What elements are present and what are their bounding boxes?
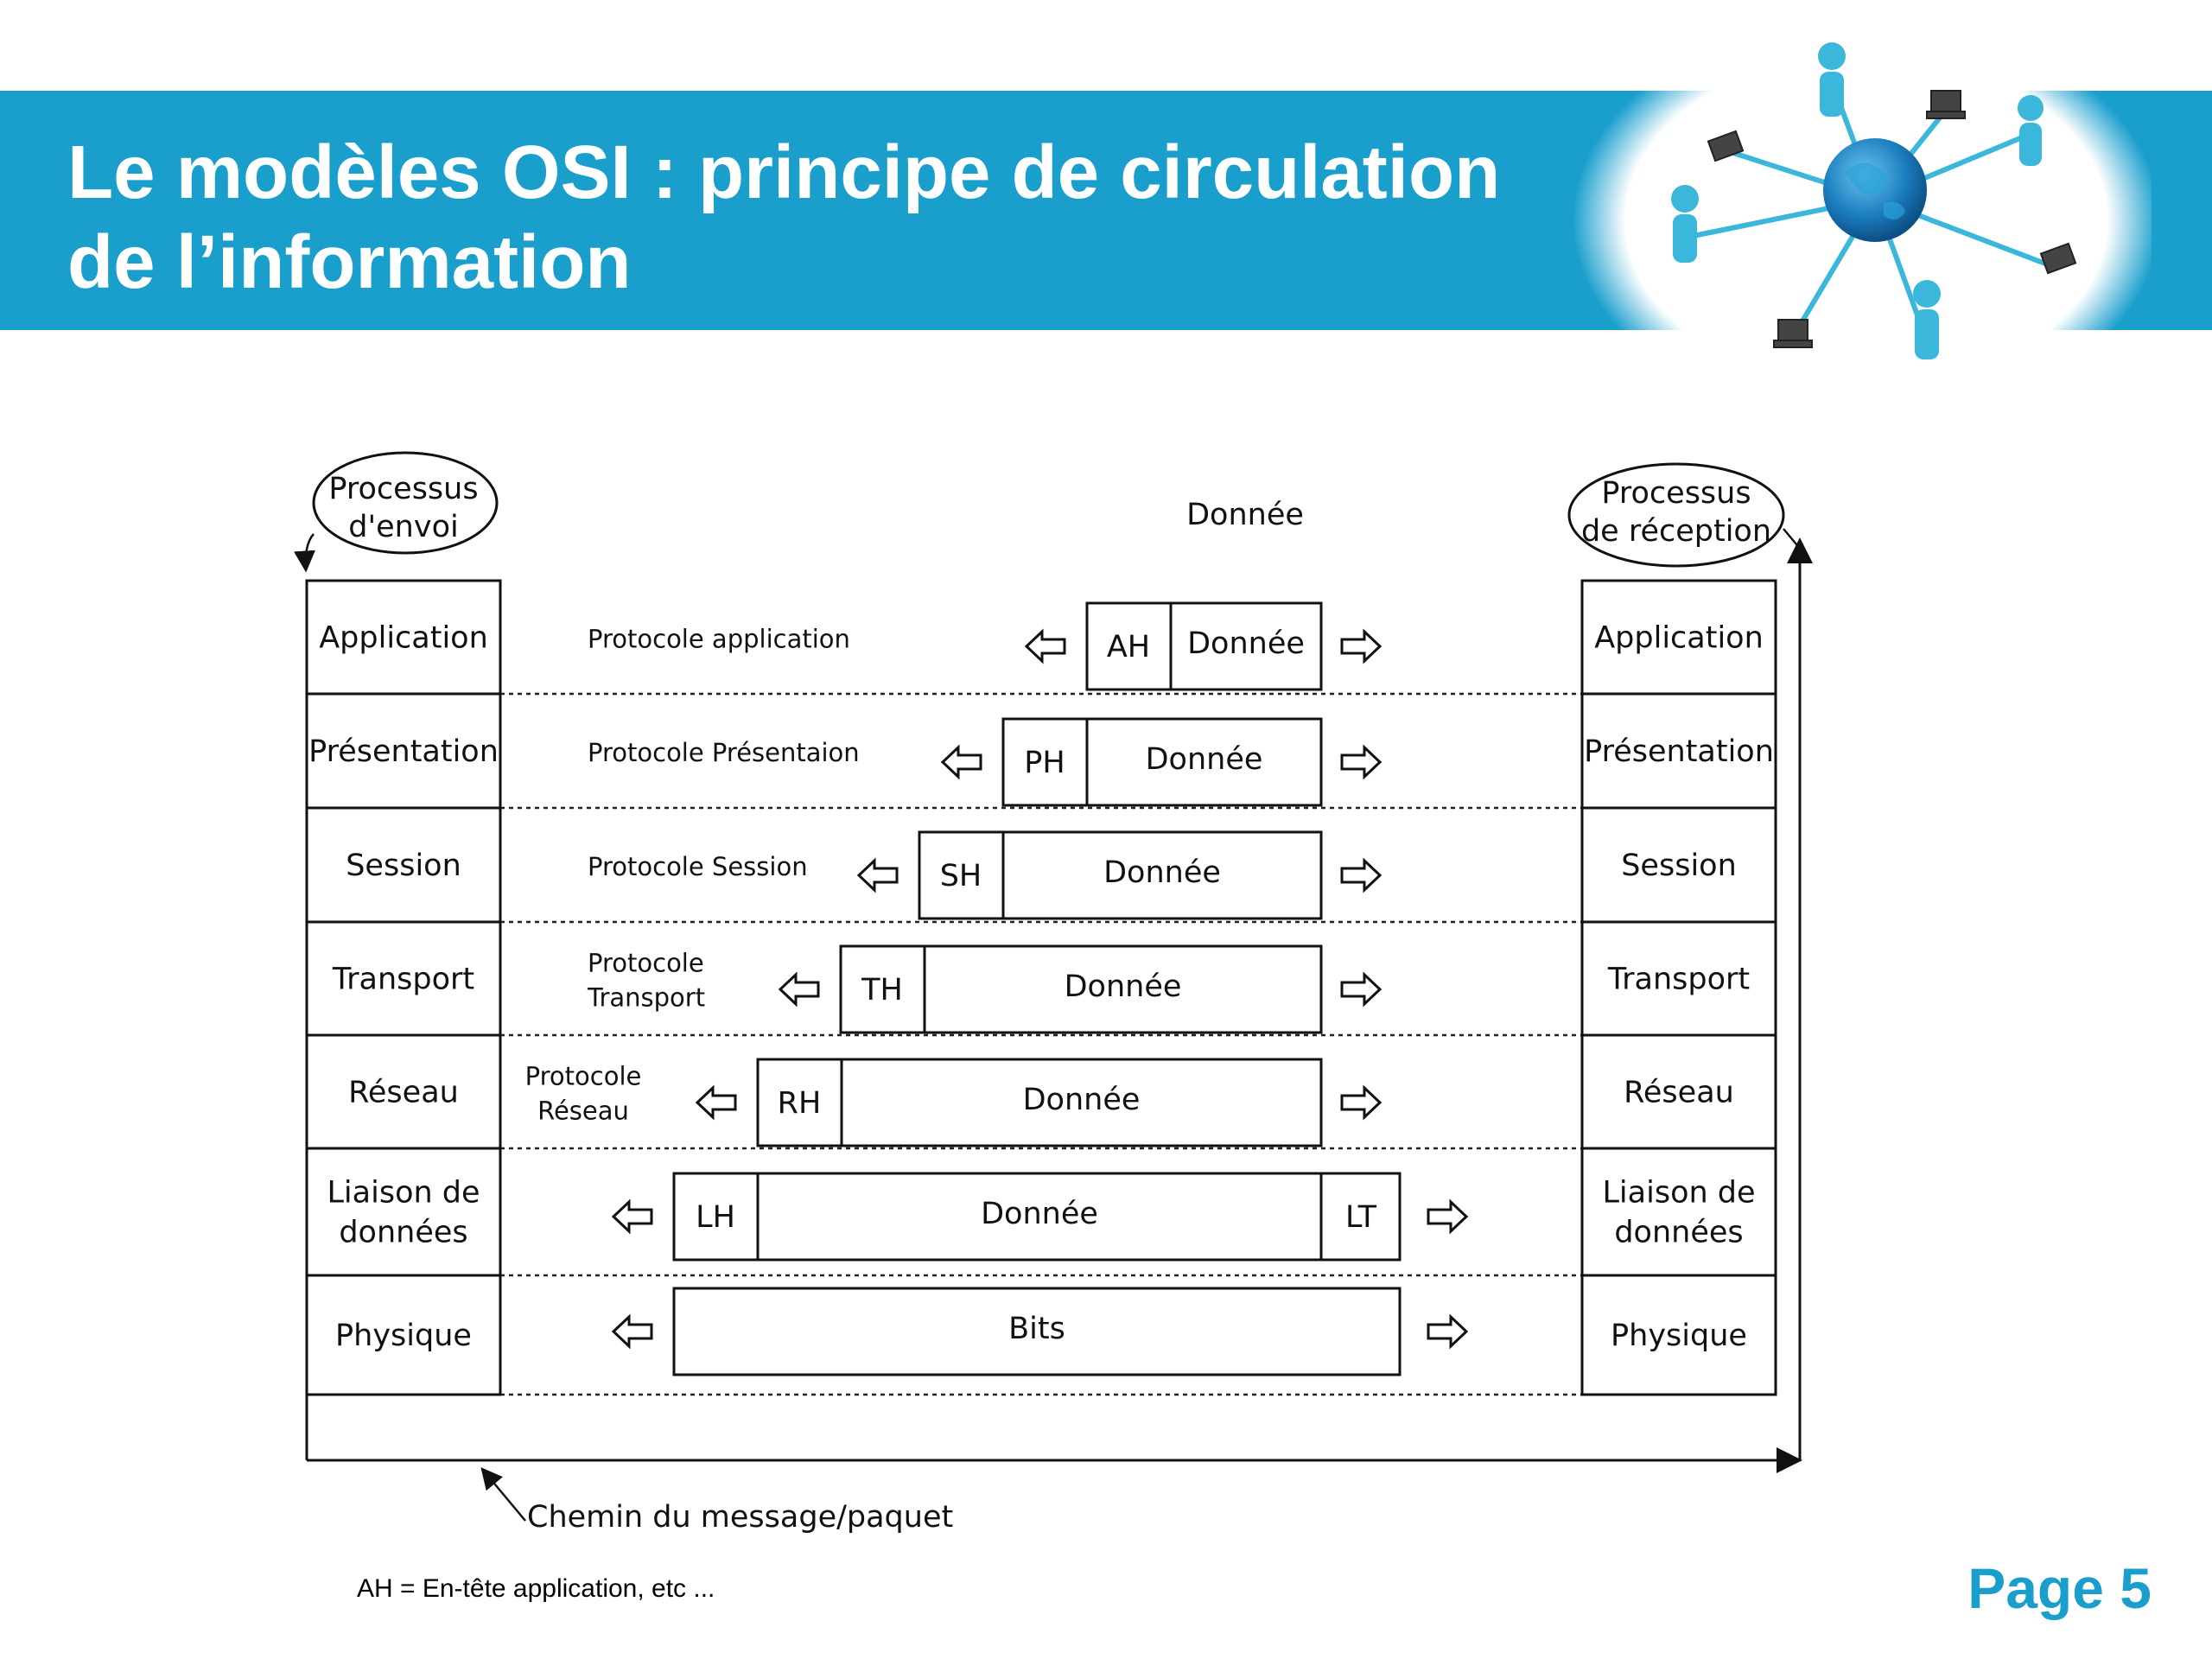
left-arrow-icon bbox=[613, 1317, 652, 1346]
header-label: LH bbox=[696, 1200, 735, 1235]
data-label: Bits bbox=[1008, 1312, 1065, 1346]
left-arrow-icon bbox=[780, 975, 818, 1004]
receiver-layer-label: Présentation bbox=[1584, 734, 1774, 769]
header-label: RH bbox=[778, 1086, 822, 1121]
header-label: PH bbox=[1024, 746, 1065, 780]
protocol-label: Protocole Session bbox=[588, 852, 808, 881]
right-arrow-icon bbox=[1428, 1202, 1466, 1231]
receiver-layer-label: Physique bbox=[1611, 1319, 1747, 1353]
receiver-layer-label: Réseau bbox=[1624, 1076, 1734, 1110]
protocol-label: Protocole application bbox=[588, 625, 850, 654]
sender-layer-label: Physique bbox=[335, 1319, 472, 1353]
protocol-label: Protocole Présentaion bbox=[588, 738, 860, 767]
header-label: AH bbox=[1107, 630, 1150, 664]
path-label: Chemin du message/paquet bbox=[527, 1500, 953, 1535]
sender-layer-label: Application bbox=[319, 621, 488, 656]
right-arrow-icon bbox=[1342, 975, 1380, 1004]
data-label: Donnée bbox=[981, 1197, 1098, 1231]
trailer-label: LT bbox=[1345, 1200, 1377, 1235]
left-arrow-icon bbox=[613, 1202, 652, 1231]
header-label: TH bbox=[861, 973, 903, 1007]
footnote: AH = En-tête application, etc ... bbox=[357, 1574, 715, 1604]
data-label: Donnée bbox=[1023, 1083, 1141, 1117]
receiver-layer-label: Application bbox=[1594, 621, 1764, 656]
right-arrow-icon bbox=[1342, 747, 1380, 777]
page-number: Page 5 bbox=[1961, 1555, 2152, 1621]
left-arrow-icon bbox=[1027, 632, 1065, 661]
left-arrow-icon bbox=[697, 1088, 735, 1117]
receiver-layer-box bbox=[1582, 1148, 1776, 1275]
left-arrow-icon bbox=[859, 861, 897, 890]
left-arrow-icon bbox=[943, 747, 981, 777]
sender-layer-label: Transport bbox=[332, 963, 474, 997]
receiver-layer-label: Transport bbox=[1607, 963, 1750, 997]
right-arrow-icon bbox=[1342, 1088, 1380, 1117]
data-label: Donnée bbox=[1187, 626, 1305, 661]
path-pointer-arrow bbox=[482, 1469, 525, 1521]
right-arrow-icon bbox=[1342, 861, 1380, 890]
right-arrow-icon bbox=[1342, 632, 1380, 661]
top-data-label: Donnée bbox=[1186, 498, 1304, 532]
receiver-exit-curve bbox=[1783, 529, 1800, 549]
sender-layer-label: Réseau bbox=[348, 1076, 459, 1110]
data-label: Donnée bbox=[1065, 969, 1182, 1004]
data-label: Donnée bbox=[1103, 855, 1221, 890]
data-label: Donnée bbox=[1146, 742, 1263, 777]
sender-layer-label: Présentation bbox=[308, 734, 499, 769]
header-label: SH bbox=[940, 859, 982, 893]
receiver-layer-label: Session bbox=[1621, 849, 1737, 883]
sender-layer-label: Session bbox=[346, 849, 461, 883]
right-arrow-icon bbox=[1428, 1317, 1466, 1346]
sender-entry-arrow bbox=[306, 534, 314, 570]
sender-layer-box bbox=[307, 1148, 500, 1275]
